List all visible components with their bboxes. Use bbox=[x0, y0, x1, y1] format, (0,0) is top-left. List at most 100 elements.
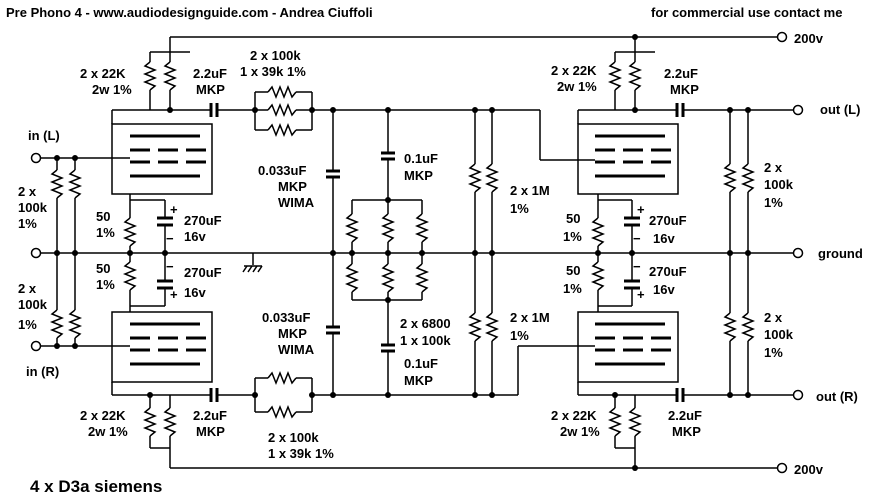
capacitor-icon bbox=[326, 325, 340, 335]
svg-text:+: + bbox=[170, 202, 178, 217]
resistor-icon bbox=[414, 263, 430, 293]
plate-resistors-right-bottom: 2 x 22K 2w 1% bbox=[551, 382, 672, 449]
resistor-icon bbox=[67, 309, 83, 339]
resistor-icon bbox=[484, 163, 500, 193]
resistor-icon bbox=[122, 217, 138, 247]
resistor-icon bbox=[162, 61, 178, 91]
cathode-network-right: + + 50 1% 50 1% 270uF 16v 270uF 16v − − bbox=[563, 194, 687, 312]
svg-text:2w 1%: 2w 1% bbox=[92, 82, 132, 97]
input-left: in (L) bbox=[28, 128, 130, 164]
svg-text:1%: 1% bbox=[96, 277, 115, 292]
triode-tube-icon bbox=[577, 123, 679, 195]
output-resistors: 2 x 100k 1% 2 x 100k 1% bbox=[722, 107, 794, 398]
electrolytic-capacitor-icon: + bbox=[157, 279, 178, 302]
terminal-icon[interactable] bbox=[30, 247, 42, 259]
svg-text:16v: 16v bbox=[184, 229, 206, 244]
input-right: in (R) bbox=[26, 340, 130, 379]
terminal-icon[interactable] bbox=[792, 247, 804, 259]
schematic-title: Pre Phono 4 - www.audiodesignguide.com -… bbox=[6, 5, 373, 20]
terminal-icon[interactable] bbox=[30, 152, 42, 164]
svg-text:2.2uF: 2.2uF bbox=[193, 66, 227, 81]
ground-symbol-icon bbox=[242, 253, 263, 273]
terminal-icon[interactable] bbox=[792, 104, 804, 116]
svg-text:50: 50 bbox=[96, 209, 110, 224]
svg-text:1%: 1% bbox=[510, 328, 529, 343]
svg-text:MKP: MKP bbox=[278, 326, 307, 341]
svg-text:2.2uF: 2.2uF bbox=[664, 66, 698, 81]
svg-text:50: 50 bbox=[566, 211, 580, 226]
resistor-icon bbox=[267, 84, 297, 100]
resistor-icon bbox=[380, 213, 396, 243]
triode-tube-icon bbox=[111, 311, 213, 383]
terminal-icon[interactable] bbox=[776, 462, 788, 474]
svg-text:MKP: MKP bbox=[278, 179, 307, 194]
svg-text:1%: 1% bbox=[764, 345, 783, 360]
tube-caption: 4 x D3a siemens bbox=[30, 477, 162, 496]
svg-text:2 x 1M: 2 x 1M bbox=[510, 310, 550, 325]
terminal-icon[interactable] bbox=[30, 340, 42, 352]
svg-text:2 x 22K: 2 x 22K bbox=[80, 408, 126, 423]
resistor-icon bbox=[607, 407, 623, 437]
svg-text:−: − bbox=[166, 259, 174, 274]
resistor-icon bbox=[67, 169, 83, 199]
svg-text:WIMA: WIMA bbox=[278, 342, 315, 357]
svg-text:270uF: 270uF bbox=[649, 213, 687, 228]
svg-text:2 x: 2 x bbox=[18, 281, 37, 296]
resistor-icon bbox=[142, 407, 158, 437]
svg-text:1 x 39k 1%: 1 x 39k 1% bbox=[268, 446, 334, 461]
svg-text:50: 50 bbox=[96, 261, 110, 276]
svg-text:2 x: 2 x bbox=[764, 160, 783, 175]
svg-text:2 x 22K: 2 x 22K bbox=[551, 63, 597, 78]
svg-text:MKP: MKP bbox=[670, 82, 699, 97]
supply-top-label: 200v bbox=[794, 31, 824, 46]
out-right-label: out (R) bbox=[816, 389, 858, 404]
svg-text:MKP: MKP bbox=[404, 373, 433, 388]
svg-text:1%: 1% bbox=[563, 281, 582, 296]
svg-text:0.1uF: 0.1uF bbox=[404, 151, 438, 166]
capacitor-icon bbox=[326, 169, 340, 179]
svg-text:2 x: 2 x bbox=[764, 310, 783, 325]
svg-text:2.2uF: 2.2uF bbox=[668, 408, 702, 423]
resistor-icon bbox=[590, 217, 606, 247]
resistor-icon bbox=[344, 213, 360, 243]
plate-resistors-right-top: 2 x 22K 2w 1% bbox=[551, 51, 672, 124]
svg-text:0.1uF: 0.1uF bbox=[404, 356, 438, 371]
terminal-icon[interactable] bbox=[776, 31, 788, 43]
plate-resistors-left-bottom: 2 x 22K 2w 1% bbox=[80, 382, 205, 449]
input-resistors: 2 x 100k 1% 2 x 100k 1% bbox=[18, 158, 83, 346]
capacitor-icon bbox=[381, 151, 395, 161]
resistor-icon bbox=[607, 61, 623, 91]
resistor-icon bbox=[467, 312, 483, 342]
resistor-icon bbox=[267, 370, 297, 386]
resistor-icon bbox=[122, 261, 138, 291]
plate-resistors-left-top: 2 x 22K 2w 1% bbox=[80, 51, 205, 124]
riaa-network: 0.033uF MKP WIMA 0.033uF MKP WIMA 0.1uF … bbox=[258, 107, 451, 398]
svg-text:2 x 6800: 2 x 6800 bbox=[400, 316, 451, 331]
resistor-icon bbox=[484, 312, 500, 342]
svg-text:100k: 100k bbox=[18, 200, 48, 215]
svg-text:1 x 100k: 1 x 100k bbox=[400, 333, 451, 348]
svg-text:+: + bbox=[637, 202, 645, 217]
resistor-icon bbox=[740, 163, 756, 193]
resistor-icon bbox=[740, 312, 756, 342]
svg-text:2.2uF: 2.2uF bbox=[193, 408, 227, 423]
svg-text:270uF: 270uF bbox=[649, 264, 687, 279]
series-network-bottom: 2 x 100k 1 x 39k 1% bbox=[252, 370, 518, 461]
svg-text:2 x 22K: 2 x 22K bbox=[551, 408, 597, 423]
resistor-icon bbox=[49, 309, 65, 339]
svg-text:16v: 16v bbox=[653, 282, 675, 297]
supply-bottom-label: 200v bbox=[794, 462, 824, 477]
svg-text:2w 1%: 2w 1% bbox=[560, 424, 600, 439]
ground-label: ground bbox=[818, 246, 863, 261]
resistor-icon bbox=[162, 407, 178, 437]
svg-text:1%: 1% bbox=[18, 317, 37, 332]
resistor-icon bbox=[142, 61, 158, 91]
svg-text:MKP: MKP bbox=[404, 168, 433, 183]
resistor-icon bbox=[380, 263, 396, 293]
capacitor-icon: 2.2uF MKP bbox=[193, 388, 255, 439]
series-network-top: 2 x 100k 1 x 39k 1% bbox=[240, 48, 540, 138]
terminal-icon[interactable] bbox=[792, 389, 804, 401]
svg-text:+: + bbox=[637, 287, 645, 302]
